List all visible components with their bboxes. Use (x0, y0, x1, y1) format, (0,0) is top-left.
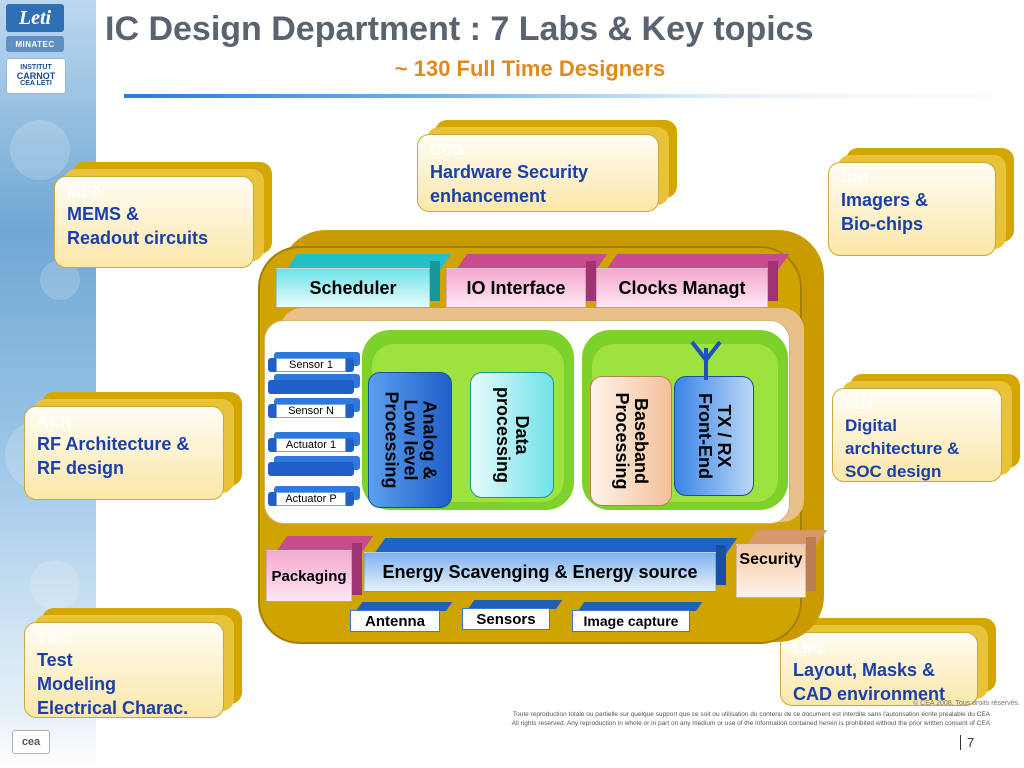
image-capture-block: Image capture (572, 602, 703, 632)
footer-disclaimer-fr: Toute reproduction totale ou partielle s… (512, 711, 990, 718)
energy-label: Energy Scavenging & Energy source (364, 552, 716, 592)
data-processing-label: Data processing (493, 386, 532, 484)
title-underline (124, 94, 1024, 98)
lab-mea: MEA MEMS & Readout circuits (54, 162, 272, 268)
analog-processing-label: Analog & Low level Processing (381, 391, 440, 489)
antenna-icon (690, 340, 722, 380)
antenna-block: Antenna (350, 602, 453, 632)
page-title: IC Design Department : 7 Labs & Key topi… (105, 10, 814, 48)
txrx-frontend-block: TX / RX Front-End (674, 376, 754, 496)
security-label: Security (736, 544, 806, 598)
scheduler-label: Scheduler (276, 268, 430, 308)
antenna-label: Antenna (350, 610, 440, 632)
carnot-logo-line2: CARNOT (16, 71, 56, 81)
lab-cib: CIB Imagers & Bio-chips (828, 148, 1014, 256)
scheduler-block: Scheduler (276, 254, 452, 308)
energy-block: Energy Scavenging & Energy source (364, 538, 738, 592)
txrx-frontend-label: TX / RX Front-End (695, 393, 734, 479)
lab-code: CIB (841, 170, 869, 187)
lab-desc: Hardware Security enhancement (430, 162, 589, 206)
carnot-logo: INSTITUT CARNOT CEA LETI (6, 58, 66, 94)
lab-desc: Test Modeling Electrical Charac. (37, 650, 189, 718)
packaging-block: Packaging (266, 536, 374, 602)
security-block: Security (736, 530, 828, 598)
lab-code: ACR (37, 414, 72, 431)
leti-logo: Leti (6, 4, 64, 32)
lab-code: CCS (430, 142, 464, 159)
io-interface-label: IO Interface (446, 268, 586, 308)
image-capture-label: Image capture (572, 610, 690, 632)
io-interface-block: IO Interface (446, 254, 608, 308)
analog-processing-block: Analog & Low level Processing (368, 372, 452, 508)
baseband-processing-label: Baseband Processing (612, 392, 651, 490)
lab-acr: ACR RF Architecture & RF design (24, 392, 242, 500)
carnot-logo-line1: INSTITUT (20, 64, 52, 71)
lab-tmc: TMC Test Modeling Electrical Charac. (24, 608, 242, 718)
footer-copyright: © CEA 2008. Tous droits réservés. (913, 700, 1020, 707)
sensor-1-label: Sensor 1 (276, 358, 346, 372)
footer-disclaimer-en: All rights reserved. Any reproduction in… (511, 720, 990, 727)
sensors-label: Sensors (462, 608, 550, 630)
page-number: 7 (960, 735, 997, 750)
cea-logo: cea (12, 730, 50, 754)
lab-code: MEA (67, 184, 103, 201)
lab-desc: MEMS & Readout circuits (67, 204, 209, 248)
clocks-label: Clocks Managt (596, 268, 768, 308)
clocks-block: Clocks Managt (596, 254, 790, 308)
lab-lme: LME Layout, Masks & CAD environment (780, 618, 996, 706)
lab-ccs: CCS Hardware Security enhancement (417, 120, 677, 212)
lab-code: TMC (37, 630, 72, 647)
baseband-processing-block: Baseband Processing (590, 376, 672, 506)
actuator-p-label: Actuator P (276, 492, 346, 506)
data-processing-block: Data processing (470, 372, 554, 498)
sensors-block: Sensors (462, 600, 563, 630)
lab-code: LME (793, 640, 827, 657)
actuator-spacer-bar (268, 462, 354, 476)
packaging-label: Packaging (266, 550, 352, 602)
lab-ian: IAN Digital architecture & SOC design (832, 374, 1020, 482)
lab-code: IAN (845, 396, 873, 413)
lab-desc: RF Architecture & RF design (37, 434, 190, 478)
lab-desc: Imagers & Bio-chips (841, 190, 929, 234)
minatec-logo: MINATEC (6, 36, 64, 52)
carnot-logo-line3: CEA LETI (20, 80, 52, 87)
lab-desc: Digital architecture & SOC design (845, 416, 960, 481)
actuator-1-label: Actuator 1 (276, 438, 346, 452)
page-subtitle: ~ 130 Full Time Designers (394, 56, 666, 81)
sensor-spacer-bar (268, 380, 354, 394)
lab-desc: Layout, Masks & CAD environment (793, 660, 946, 704)
sensor-n-label: Sensor N (276, 404, 346, 418)
